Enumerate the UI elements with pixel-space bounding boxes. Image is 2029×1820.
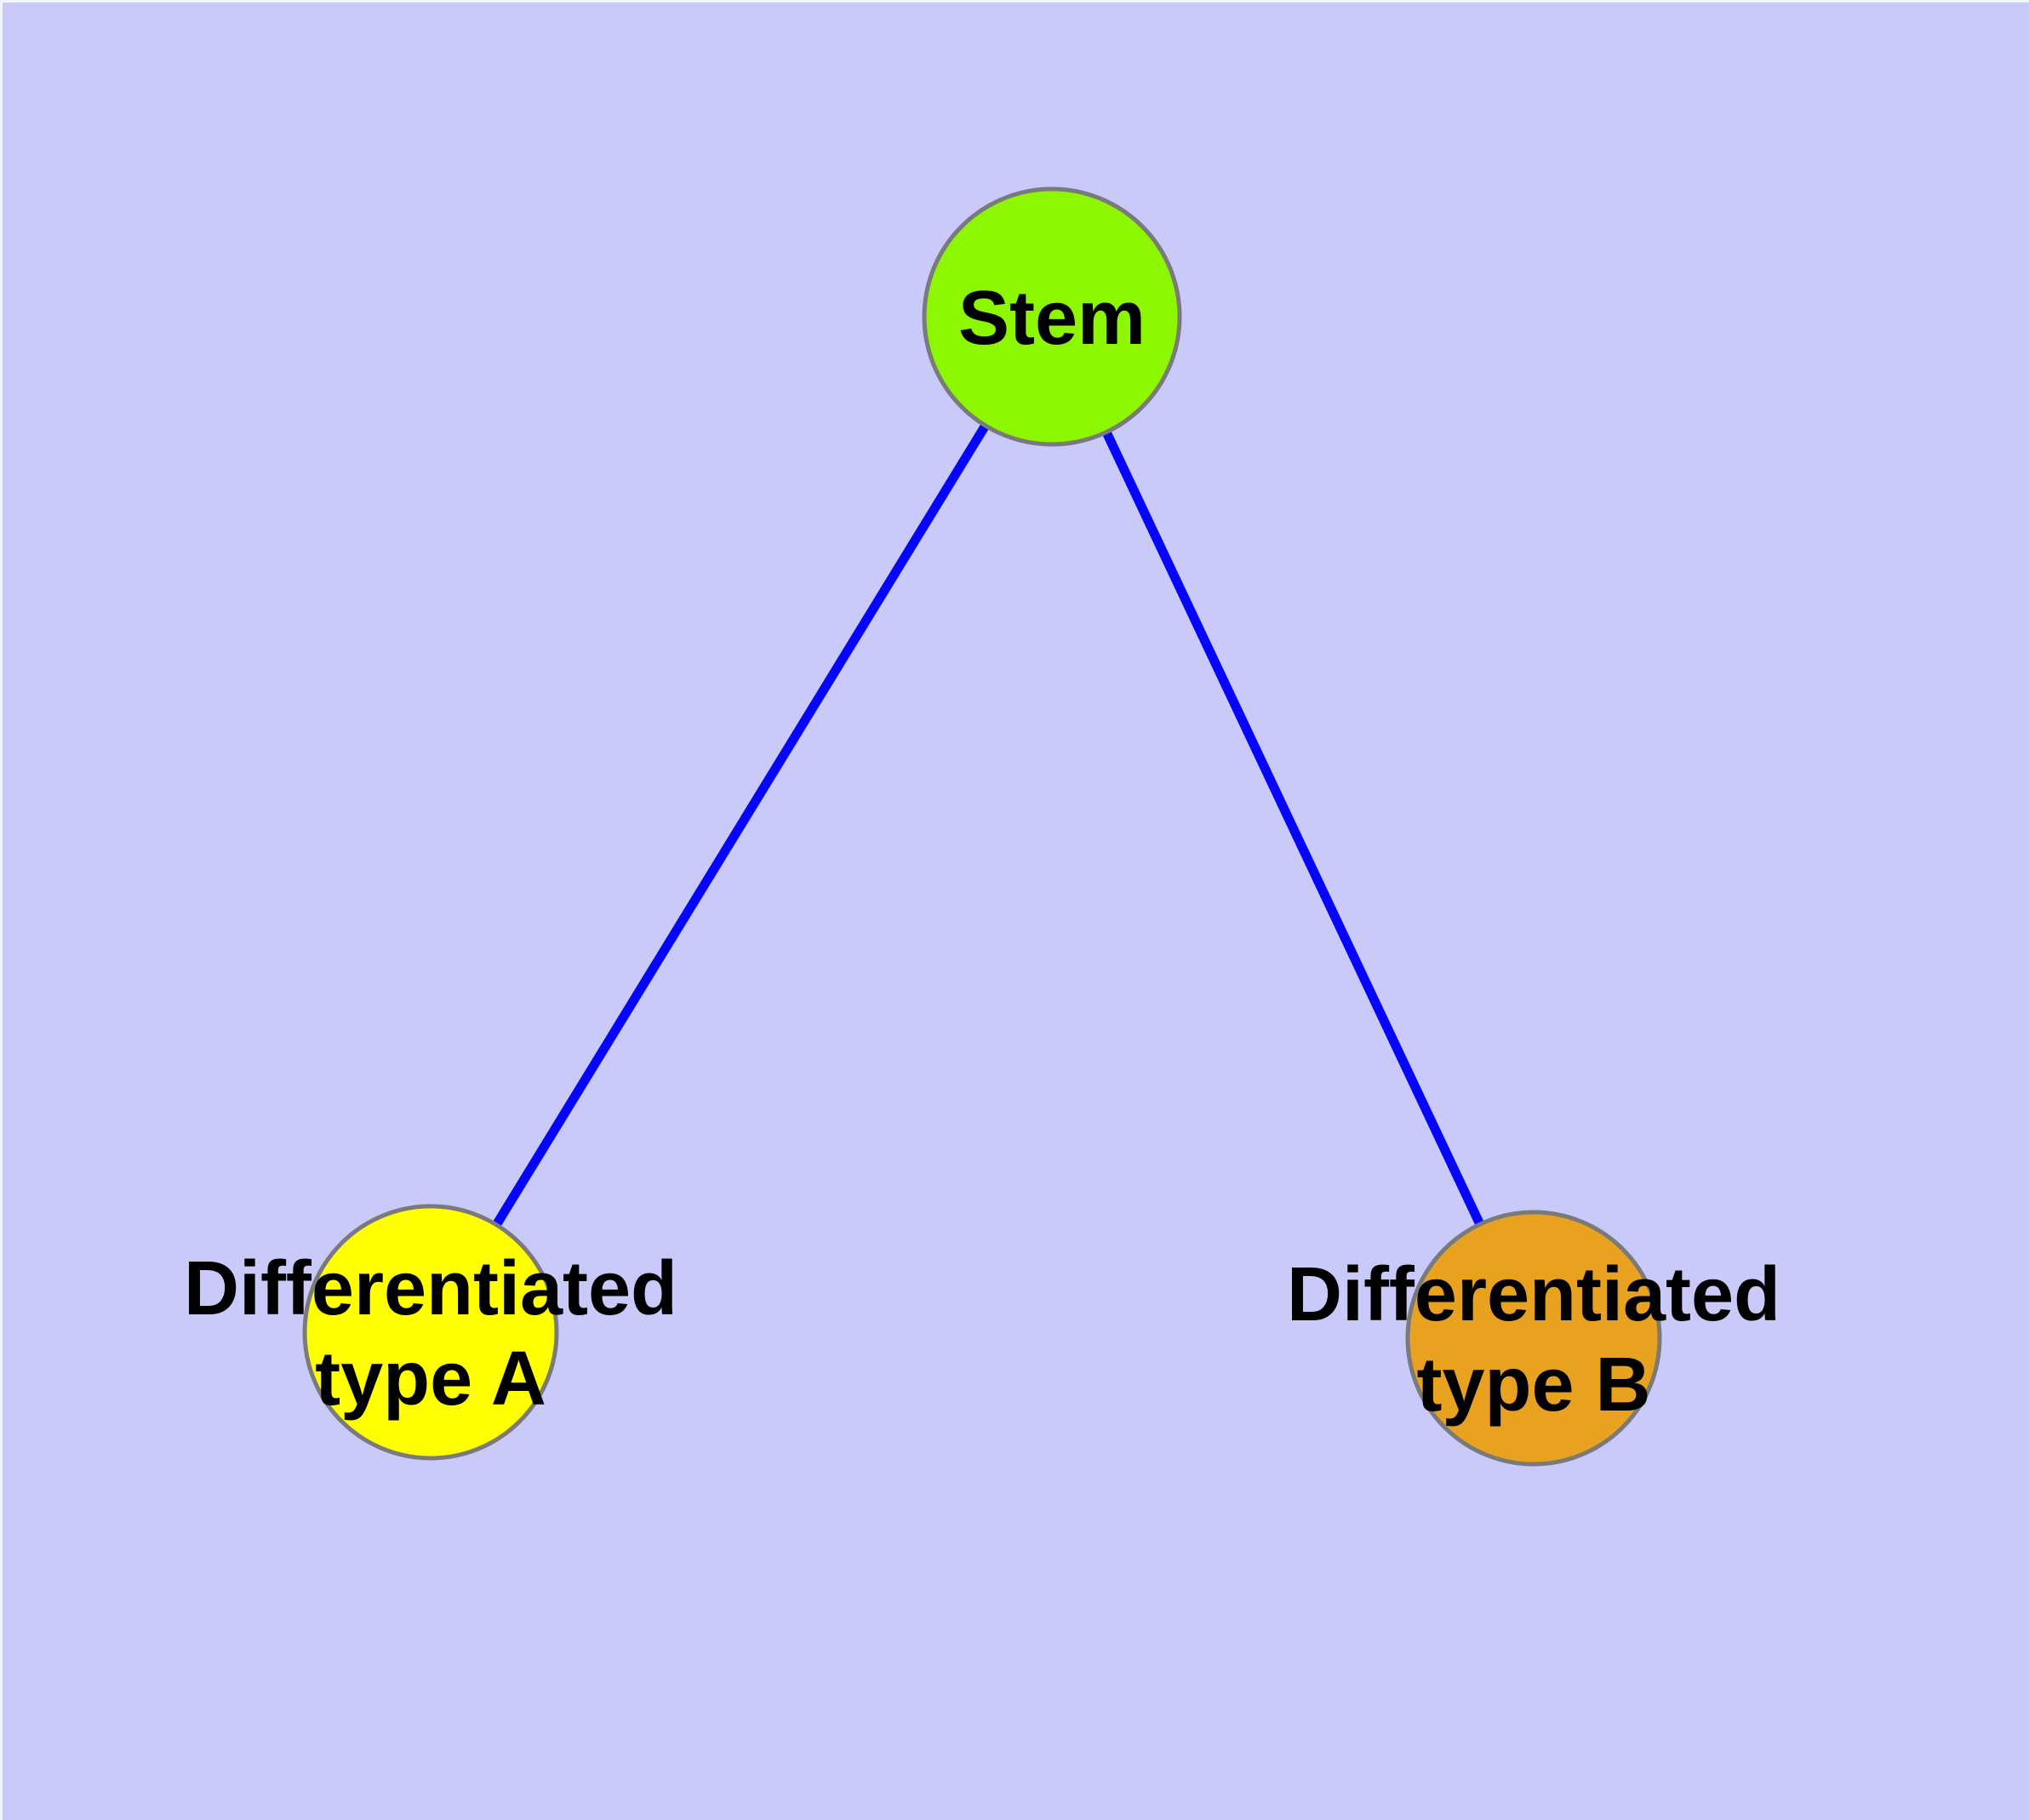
edges-layer <box>426 314 1538 1341</box>
node-label-differentiated-type-a-line-1: Differentiated <box>184 1246 677 1331</box>
nodes-layer <box>302 186 1662 1467</box>
node-circle-differentiated-type-a <box>302 1204 559 1461</box>
node-circle-differentiated-type-b <box>1405 1210 1662 1467</box>
node-label-differentiated-type-b-line-2: type B <box>1416 1342 1650 1428</box>
edge-stem-to-differentiated-type-a <box>426 314 1056 1335</box>
node-label-stem-line-1: Stem <box>958 276 1146 361</box>
edge-stem-to-differentiated-type-b <box>1048 314 1538 1341</box>
node-circle-stem <box>922 186 1182 447</box>
node-label-differentiated-type-b-line-1: Differentiated <box>1287 1252 1780 1337</box>
node-label-differentiated-type-a-line-2: type A <box>315 1336 546 1422</box>
